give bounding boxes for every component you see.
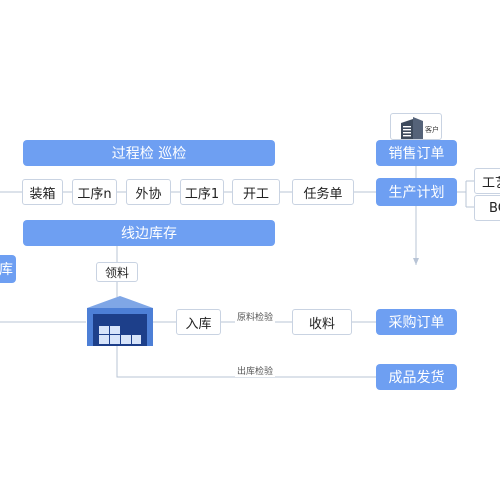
- node-task-order-label: 任务单: [303, 186, 343, 202]
- node-picking[interactable]: 领料: [96, 262, 138, 282]
- node-left-partial-label: 库: [0, 262, 13, 278]
- node-sales-order-label: 销售订单: [388, 146, 445, 162]
- node-picking-label: 领料: [104, 265, 129, 280]
- node-warehousing-label: 入库: [185, 316, 212, 332]
- customer-label: 客户: [425, 126, 439, 134]
- node-outsourcing-label: 外协: [135, 186, 162, 202]
- node-process-partial[interactable]: 工艺: [474, 168, 500, 194]
- node-process-inspection[interactable]: 过程检 巡检: [23, 140, 275, 166]
- node-receiving[interactable]: 收料: [292, 309, 352, 335]
- connector-warehouse-shipping: [116, 346, 376, 378]
- customer-icon-box[interactable]: 客户: [390, 113, 442, 140]
- node-step-1-label: 工序1: [184, 186, 220, 202]
- warehouse-icon[interactable]: [87, 296, 153, 346]
- node-step-n[interactable]: 工序n: [72, 179, 117, 205]
- node-assembly-label: 装箱: [29, 186, 56, 202]
- node-step-n-label: 工序n: [77, 186, 112, 202]
- node-task-order[interactable]: 任务单: [292, 179, 354, 205]
- node-finished-shipping[interactable]: 成品发货: [376, 364, 457, 390]
- node-start-work[interactable]: 开工: [232, 179, 280, 205]
- node-production-plan[interactable]: 生产计划: [376, 178, 457, 206]
- node-left-partial[interactable]: 库: [0, 255, 16, 283]
- node-sales-order[interactable]: 销售订单: [376, 140, 457, 166]
- node-line-stock-label: 线边库存: [121, 226, 177, 242]
- node-process-partial-label: 工艺: [482, 175, 500, 191]
- node-bom-partial-label: BO: [489, 200, 500, 216]
- node-finished-shipping-label: 成品发货: [388, 370, 445, 386]
- node-start-work-label: 开工: [242, 186, 269, 202]
- node-step-1[interactable]: 工序1: [180, 179, 224, 205]
- arrow-head-purchase: [413, 258, 419, 265]
- node-purchase-order-label: 采购订单: [388, 315, 445, 331]
- node-line-stock[interactable]: 线边库存: [23, 220, 275, 246]
- label-material-inspection: 原料检验: [235, 310, 276, 323]
- node-bom-partial[interactable]: BO: [474, 195, 500, 221]
- building-icon: [401, 117, 423, 139]
- node-outsourcing[interactable]: 外协: [126, 179, 171, 205]
- node-receiving-label: 收料: [308, 316, 335, 332]
- node-purchase-order[interactable]: 采购订单: [376, 309, 457, 335]
- label-outbound-inspection: 出库检验: [235, 364, 276, 377]
- node-process-inspection-label: 过程检 巡检: [111, 146, 187, 162]
- node-warehousing[interactable]: 入库: [176, 309, 221, 335]
- node-production-plan-label: 生产计划: [388, 185, 445, 201]
- node-assembly[interactable]: 装箱: [22, 179, 63, 205]
